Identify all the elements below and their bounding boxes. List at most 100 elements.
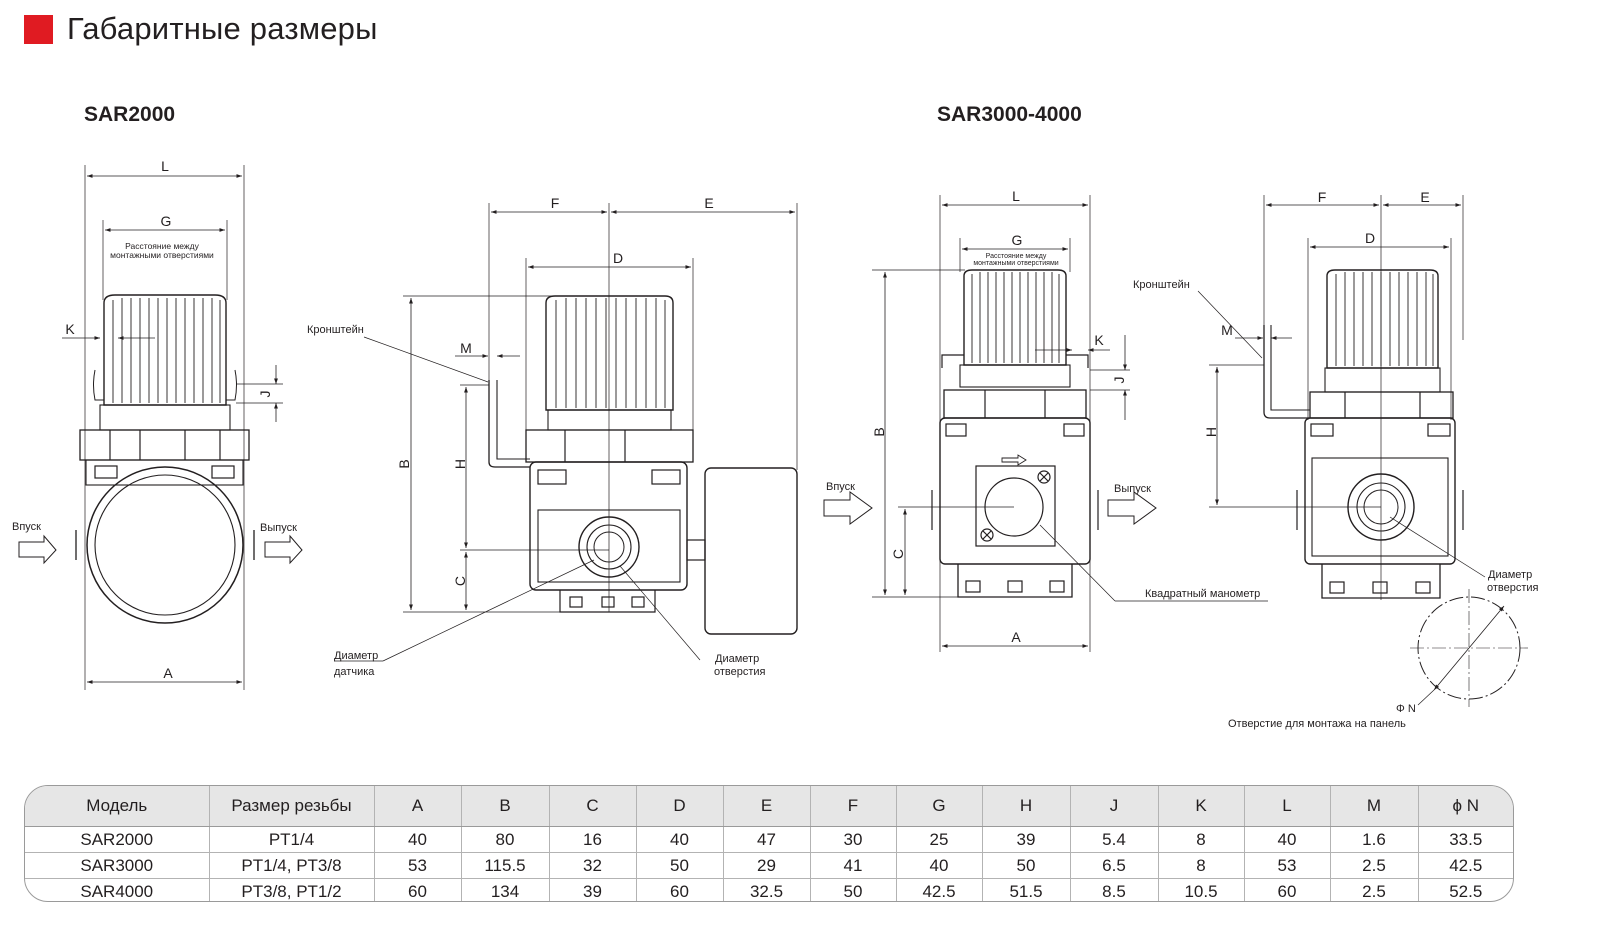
dimension-cell: 30 <box>810 826 897 853</box>
dim-label-F: F <box>551 195 560 211</box>
dimension-cell: 8 <box>1158 852 1245 879</box>
panel-hole-label: Отверстие для монтажа на панель <box>1228 718 1406 730</box>
dim-label-E: E <box>704 195 713 211</box>
dimension-cell: 8 <box>1158 826 1245 853</box>
dim-label-L-2: L <box>1012 188 1020 204</box>
dimension-cell: 1.6 <box>1330 826 1419 853</box>
col-header: D <box>636 786 724 827</box>
dim-label-D-2: D <box>1365 230 1375 246</box>
red-square-marker <box>24 14 53 44</box>
dimension-cell: 8.5 <box>1070 878 1159 901</box>
col-header: A <box>374 786 462 827</box>
dim-label-H: H <box>452 459 468 469</box>
hole-diameter-label-1b: Диаметр <box>1488 569 1532 581</box>
col-header: K <box>1158 786 1245 827</box>
dimension-cell: 16 <box>549 826 637 853</box>
dimension-cell: 6.5 <box>1070 852 1159 879</box>
hole-diameter-label-2b: отверстия <box>1487 582 1539 594</box>
dim-label-B-2: B <box>871 427 887 436</box>
dimension-cell: 50 <box>636 852 724 879</box>
dimension-cell: 52.5 <box>1449 881 1483 901</box>
dimension-cell: 40 <box>636 826 724 853</box>
dimension-cell: 40 <box>374 826 462 853</box>
thread-size-cell: PT3/8, PT1/2 <box>209 878 375 901</box>
dim-label-J: J <box>257 391 273 398</box>
dimension-cell: 134 <box>461 878 550 901</box>
bracket-label-2: Кронштейн <box>1133 279 1190 291</box>
col-header: B <box>461 786 550 827</box>
mount-distance-label-2: монтажными отверстиями <box>110 250 214 260</box>
dim-label-L: L <box>161 158 169 174</box>
dim-label-E-2: E <box>1420 189 1429 205</box>
dimension-cell: 2.5 <box>1330 852 1419 879</box>
dim-label-A-2: A <box>1011 629 1021 645</box>
dim-label-A: A <box>163 665 173 681</box>
dimension-cell: 33.5 <box>1418 826 1513 853</box>
page-title: Габаритные размеры <box>67 11 378 46</box>
col-header: Модель <box>25 786 210 827</box>
dimension-cell: 80 <box>461 826 550 853</box>
col-header: C <box>549 786 637 827</box>
dim-label-H-2: H <box>1203 427 1219 437</box>
dimension-cell: 40 <box>896 852 983 879</box>
dimension-cell: 32 <box>549 852 637 879</box>
dimension-cell: 10.5 <box>1158 878 1245 901</box>
col-header: ϕ N <box>1418 786 1513 827</box>
dimension-cell: 60 <box>636 878 724 901</box>
model-cell: SAR4000 <box>25 878 210 901</box>
inlet-label: Впуск <box>12 521 41 533</box>
dimension-cell: 29 <box>723 852 811 879</box>
dimension-cell: 51.5 <box>982 878 1071 901</box>
dimension-cell: 5.4 <box>1070 826 1159 853</box>
sar2000-front-view <box>18 165 303 690</box>
outlet-label-2: Выпуск <box>1114 483 1151 495</box>
col-header: H <box>982 786 1071 827</box>
square-gauge-label: Квадратный манометр <box>1145 588 1260 600</box>
sar3000-side-view <box>1197 195 1528 707</box>
dimension-cell: 25 <box>896 826 983 853</box>
dim-label-C: C <box>452 576 468 586</box>
specs-table: Модель Размер резьбы A B C D E F G H J K… <box>25 786 1513 901</box>
dim-label-C-2: C <box>890 549 906 559</box>
dimension-cell: 47 <box>723 826 811 853</box>
hole-diameter-label-1: Диаметр <box>715 653 759 665</box>
table-header-row: Модель Размер резьбы A B C D E F G H J K… <box>25 786 1513 827</box>
bracket-label: Кронштейн <box>307 324 364 336</box>
section-header: Габаритные размеры <box>24 11 378 46</box>
specs-table-container: Модель Размер резьбы A B C D E F G H J K… <box>24 785 1514 902</box>
mount-distance-label-1: Расстояние между <box>125 241 199 251</box>
dimension-cell: 41 <box>810 852 897 879</box>
dimension-cell: 50 <box>810 878 897 901</box>
thread-size-cell: PT1/4, PT3/8 <box>209 852 375 879</box>
model-cell: SAR2000 <box>25 826 210 853</box>
col-header: M <box>1330 786 1419 827</box>
col-header: G <box>896 786 983 827</box>
dim-label-M: M <box>460 340 472 356</box>
col-header: L <box>1244 786 1331 827</box>
dim-label-B: B <box>396 459 412 468</box>
hole-diameter-label-2: отверстия <box>714 666 766 678</box>
dimension-cell: 53 <box>1244 852 1331 879</box>
dim-label-J-2: J <box>1111 377 1127 384</box>
dimension-cell: 39 <box>549 878 637 901</box>
dim-label-F-2: F <box>1318 189 1327 205</box>
phi-n-label: Φ N <box>1396 703 1416 715</box>
col-header: E <box>723 786 811 827</box>
dimension-cell: 115.5 <box>461 852 550 879</box>
dim-label-G: G <box>161 213 172 229</box>
inlet-label-2: Впуск <box>826 481 855 493</box>
right-diagram-title: SAR3000-4000 <box>937 103 1082 126</box>
thread-size-cell: PT1/4 <box>209 826 375 853</box>
dimension-cell: 2.5 <box>1330 878 1419 901</box>
sensor-diameter-label-2: датчика <box>334 666 375 678</box>
sar2000-side-view <box>335 203 798 662</box>
dimension-cell: 40 <box>1244 826 1331 853</box>
dimension-cell: 39 <box>982 826 1071 853</box>
dimension-cell: 50 <box>982 852 1071 879</box>
dim-label-G-2: G <box>1012 232 1023 248</box>
dim-label-D: D <box>613 250 623 266</box>
dimension-cell: 42.5 <box>896 878 983 901</box>
